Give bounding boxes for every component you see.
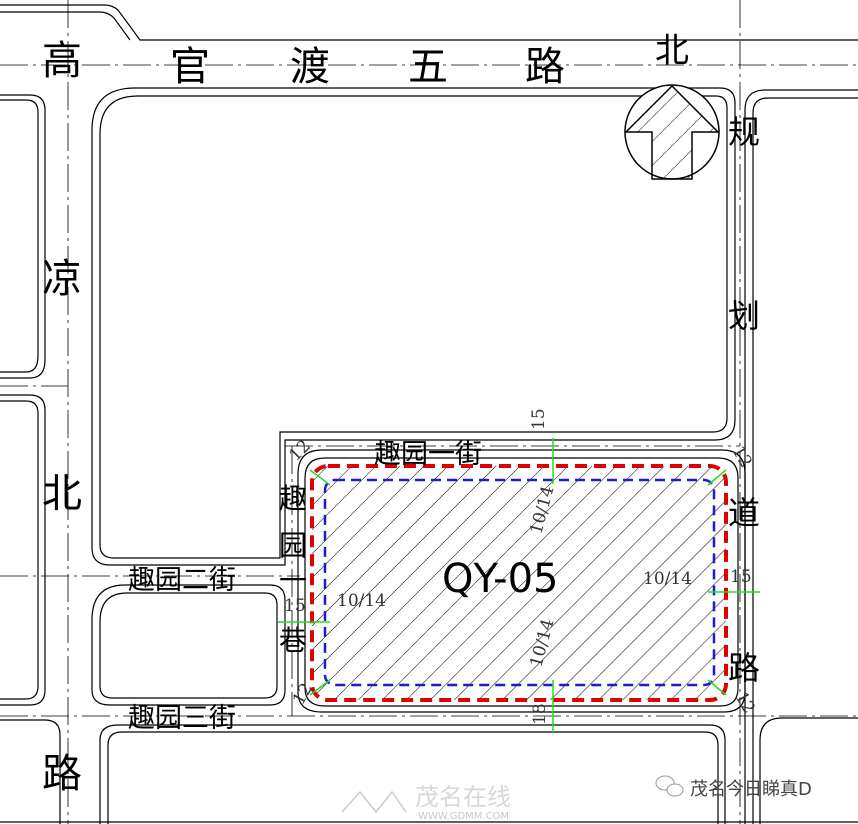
dim-top-setback: 15 xyxy=(529,408,549,430)
road-char: 规 xyxy=(728,113,760,151)
north-label: 北 xyxy=(655,31,689,71)
north-arrow-icon xyxy=(624,84,720,180)
street-2-label: 趣园二街 xyxy=(128,565,236,596)
street-3-label: 趣园三街 xyxy=(128,703,236,734)
dim-left-setback: 15 xyxy=(284,596,306,616)
road-name-right: 规 划 道 路 xyxy=(728,113,760,687)
road-char: 道 xyxy=(728,494,760,532)
road-char: 园 xyxy=(279,529,307,562)
lane-label: 趣 园 一 巷 xyxy=(279,482,307,657)
road-char: 路 xyxy=(42,751,82,797)
street-1-label: 趣园一街 xyxy=(374,439,482,470)
road-char: 高 xyxy=(42,38,82,84)
road-char: 北 xyxy=(42,471,82,517)
blue-building-line xyxy=(323,478,716,687)
dim-inner-right: 10/14 xyxy=(643,569,692,589)
dim-bottom-right-corner: 12 xyxy=(731,689,759,718)
road-char: 凉 xyxy=(42,256,82,302)
dim-inner-left: 10/14 xyxy=(337,591,386,611)
road-edges xyxy=(0,4,858,824)
road-char: 五 xyxy=(408,44,448,90)
road-name-top: 高 官 渡 五 路 xyxy=(42,38,565,90)
road-char: 巷 xyxy=(279,624,307,657)
watermark: 茂名在线 WWW.GDMM.COM 茂名今日睇真D xyxy=(341,775,812,822)
wechat-icon xyxy=(655,775,684,797)
watermark-url: WWW.GDMM.COM xyxy=(418,811,509,822)
road-char: 划 xyxy=(728,297,760,335)
road-char: 趣 xyxy=(279,482,307,515)
parcel-hatch xyxy=(312,466,726,700)
parcel-id: QY-05 xyxy=(442,556,559,602)
dimension-lines xyxy=(278,438,760,732)
road-char: 官 xyxy=(170,44,210,90)
dim-right-setback: 15 xyxy=(730,567,752,587)
dim-top-right-corner: 12 xyxy=(728,443,756,472)
watermark-logo-icon xyxy=(341,790,407,814)
watermark-account: 茂名今日睇真D xyxy=(690,779,812,800)
road-char: 路 xyxy=(525,44,565,90)
road-char: 路 xyxy=(728,649,760,687)
watermark-site-name: 茂名在线 xyxy=(415,783,511,811)
dim-bottom-setback: 18 xyxy=(530,703,550,725)
red-boundary-line xyxy=(310,464,728,702)
road-char: 一 xyxy=(279,564,307,597)
road-name-left: 凉 北 路 xyxy=(42,256,82,797)
road-char: 渡 xyxy=(290,44,330,90)
